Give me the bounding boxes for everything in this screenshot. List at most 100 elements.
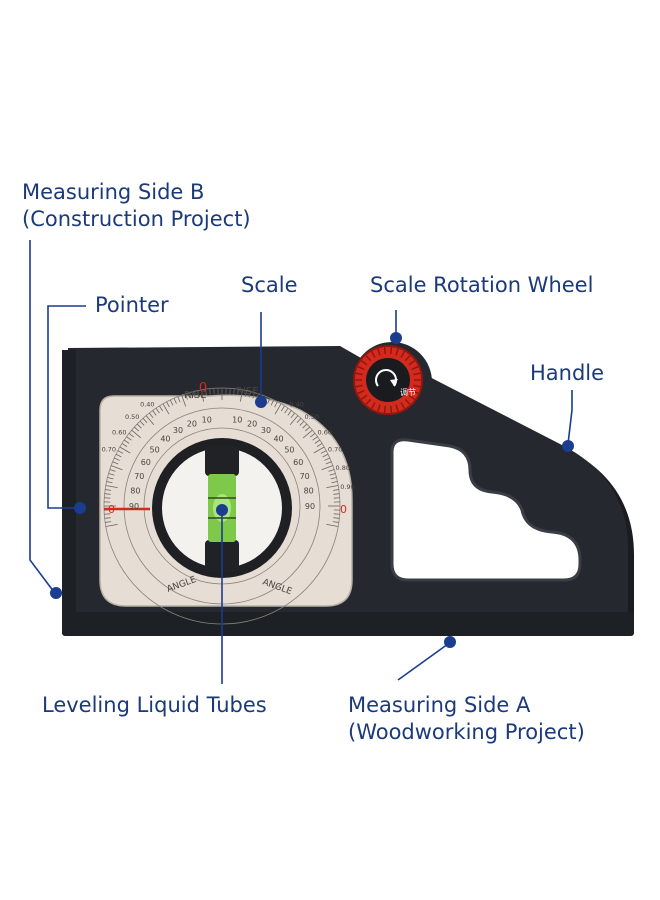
scale-tick (166, 401, 170, 408)
angle-label: 70 (300, 472, 310, 481)
scale-tick (181, 394, 187, 407)
scale-tick (185, 393, 188, 400)
tube-cap-top (205, 446, 239, 476)
callout-dot-scale (255, 396, 267, 408)
scale-tick (302, 423, 308, 429)
knurl-ridge (360, 359, 368, 366)
scale-tick (105, 524, 118, 527)
rotate-arrow-head-icon (390, 379, 398, 386)
scale-tick (287, 410, 292, 416)
rise-label: 0.40 (140, 400, 154, 408)
angle-label: 50 (284, 445, 294, 454)
callout-handle: Handle (530, 361, 605, 385)
dial-right-zero: 0 (340, 503, 347, 516)
angle-label: 70 (134, 472, 144, 481)
scale-tick (320, 450, 327, 454)
angle-label: 40 (273, 435, 283, 444)
angle-label: 60 (293, 458, 303, 467)
scale-tick (104, 517, 111, 519)
scale-tick (173, 398, 177, 404)
measuring-side-a-edge (62, 612, 634, 636)
scale-tick (240, 389, 243, 402)
callout-lines (29, 240, 573, 684)
handle-grip-cutout (390, 438, 582, 582)
knurl-ridge (404, 354, 411, 362)
callout-dot-pointer (74, 502, 86, 514)
scale-tick (313, 446, 325, 454)
scale-tick (304, 426, 310, 432)
scale-tick (142, 418, 148, 424)
rise-label: 0.70 (328, 445, 342, 453)
callout-dot-tubes (216, 504, 228, 516)
knurl-ridge (360, 394, 368, 401)
angle-label: 20 (187, 419, 197, 428)
scale-tick (326, 485, 339, 488)
scale-tick (296, 418, 302, 424)
scale-tick (114, 457, 120, 461)
scale-tick (325, 461, 332, 465)
scale-tick (290, 412, 295, 418)
angle-label: 60 (141, 458, 151, 467)
dial-left-zero: 0 (108, 503, 115, 516)
scale-tick (270, 399, 275, 406)
scale-tick (321, 465, 334, 471)
angle-label: 80 (304, 487, 314, 496)
scale-tick (302, 429, 313, 439)
scale-tick (155, 407, 160, 414)
scale-tick (209, 388, 211, 395)
rise-label: 0.90 (340, 483, 354, 491)
dial-zero-mark: 0 (199, 381, 207, 396)
scale-tick (331, 481, 338, 484)
knurl-ridge (365, 398, 372, 406)
scale-tick (121, 443, 128, 447)
scale-tick (131, 429, 142, 439)
angle-label: 80 (130, 487, 140, 496)
scale-tick (274, 403, 282, 415)
knurl-ridge (400, 351, 406, 358)
callout-side-b-line2: (Construction Project) (22, 207, 251, 231)
scale-tick (105, 521, 112, 523)
rise-label: 0.80 (336, 464, 350, 472)
scale-tick (289, 415, 299, 426)
scale-tick (108, 473, 115, 476)
knurl-ridge (383, 347, 387, 355)
callout-dots (50, 332, 574, 648)
rise-label: 0.50 (305, 413, 319, 421)
callout-tubes: Leveling Liquid Tubes (42, 693, 267, 717)
scale-tick (197, 390, 200, 397)
knurl-ridge (413, 384, 421, 388)
scale-tick (205, 389, 207, 396)
scale-tick (139, 420, 145, 426)
angle-label: 30 (173, 426, 183, 435)
angle-label: 30 (261, 426, 271, 435)
scale-tick (117, 450, 124, 454)
scale-tick (281, 405, 285, 412)
scale-tick (328, 469, 335, 472)
callout-dot-side-a (444, 636, 456, 648)
angle-label: 90 (129, 502, 139, 511)
knurl-ridge (408, 359, 416, 366)
scale-tick (332, 489, 339, 491)
angle-label: 10 (232, 415, 242, 424)
callout-dot-handle (562, 440, 574, 452)
scale-tick (193, 391, 196, 398)
knurl-ridge (395, 348, 399, 356)
knurl-ridge (383, 405, 387, 413)
scale-tick (322, 453, 329, 458)
scale-tick (169, 399, 174, 406)
scale-tick (136, 423, 142, 429)
scale-tick (162, 403, 170, 415)
callout-side-a: Measuring Side A (Woodworking Project) (348, 692, 585, 746)
callout-side-a-line1: Measuring Side A (348, 693, 531, 717)
rise-labels: 0.400.400.500.500.600.600.700.700.800.90 (102, 400, 355, 491)
scale-tick (159, 405, 163, 412)
scale-tick (329, 473, 336, 476)
scale-tick (233, 388, 235, 395)
knurl-ridge (370, 402, 376, 409)
scale-tick (314, 439, 321, 444)
scale-tick (145, 415, 155, 426)
callout-side-b: Measuring Side B (Construction Project) (22, 179, 251, 233)
knurl-ridge (395, 404, 399, 412)
scale-tick (248, 391, 251, 398)
